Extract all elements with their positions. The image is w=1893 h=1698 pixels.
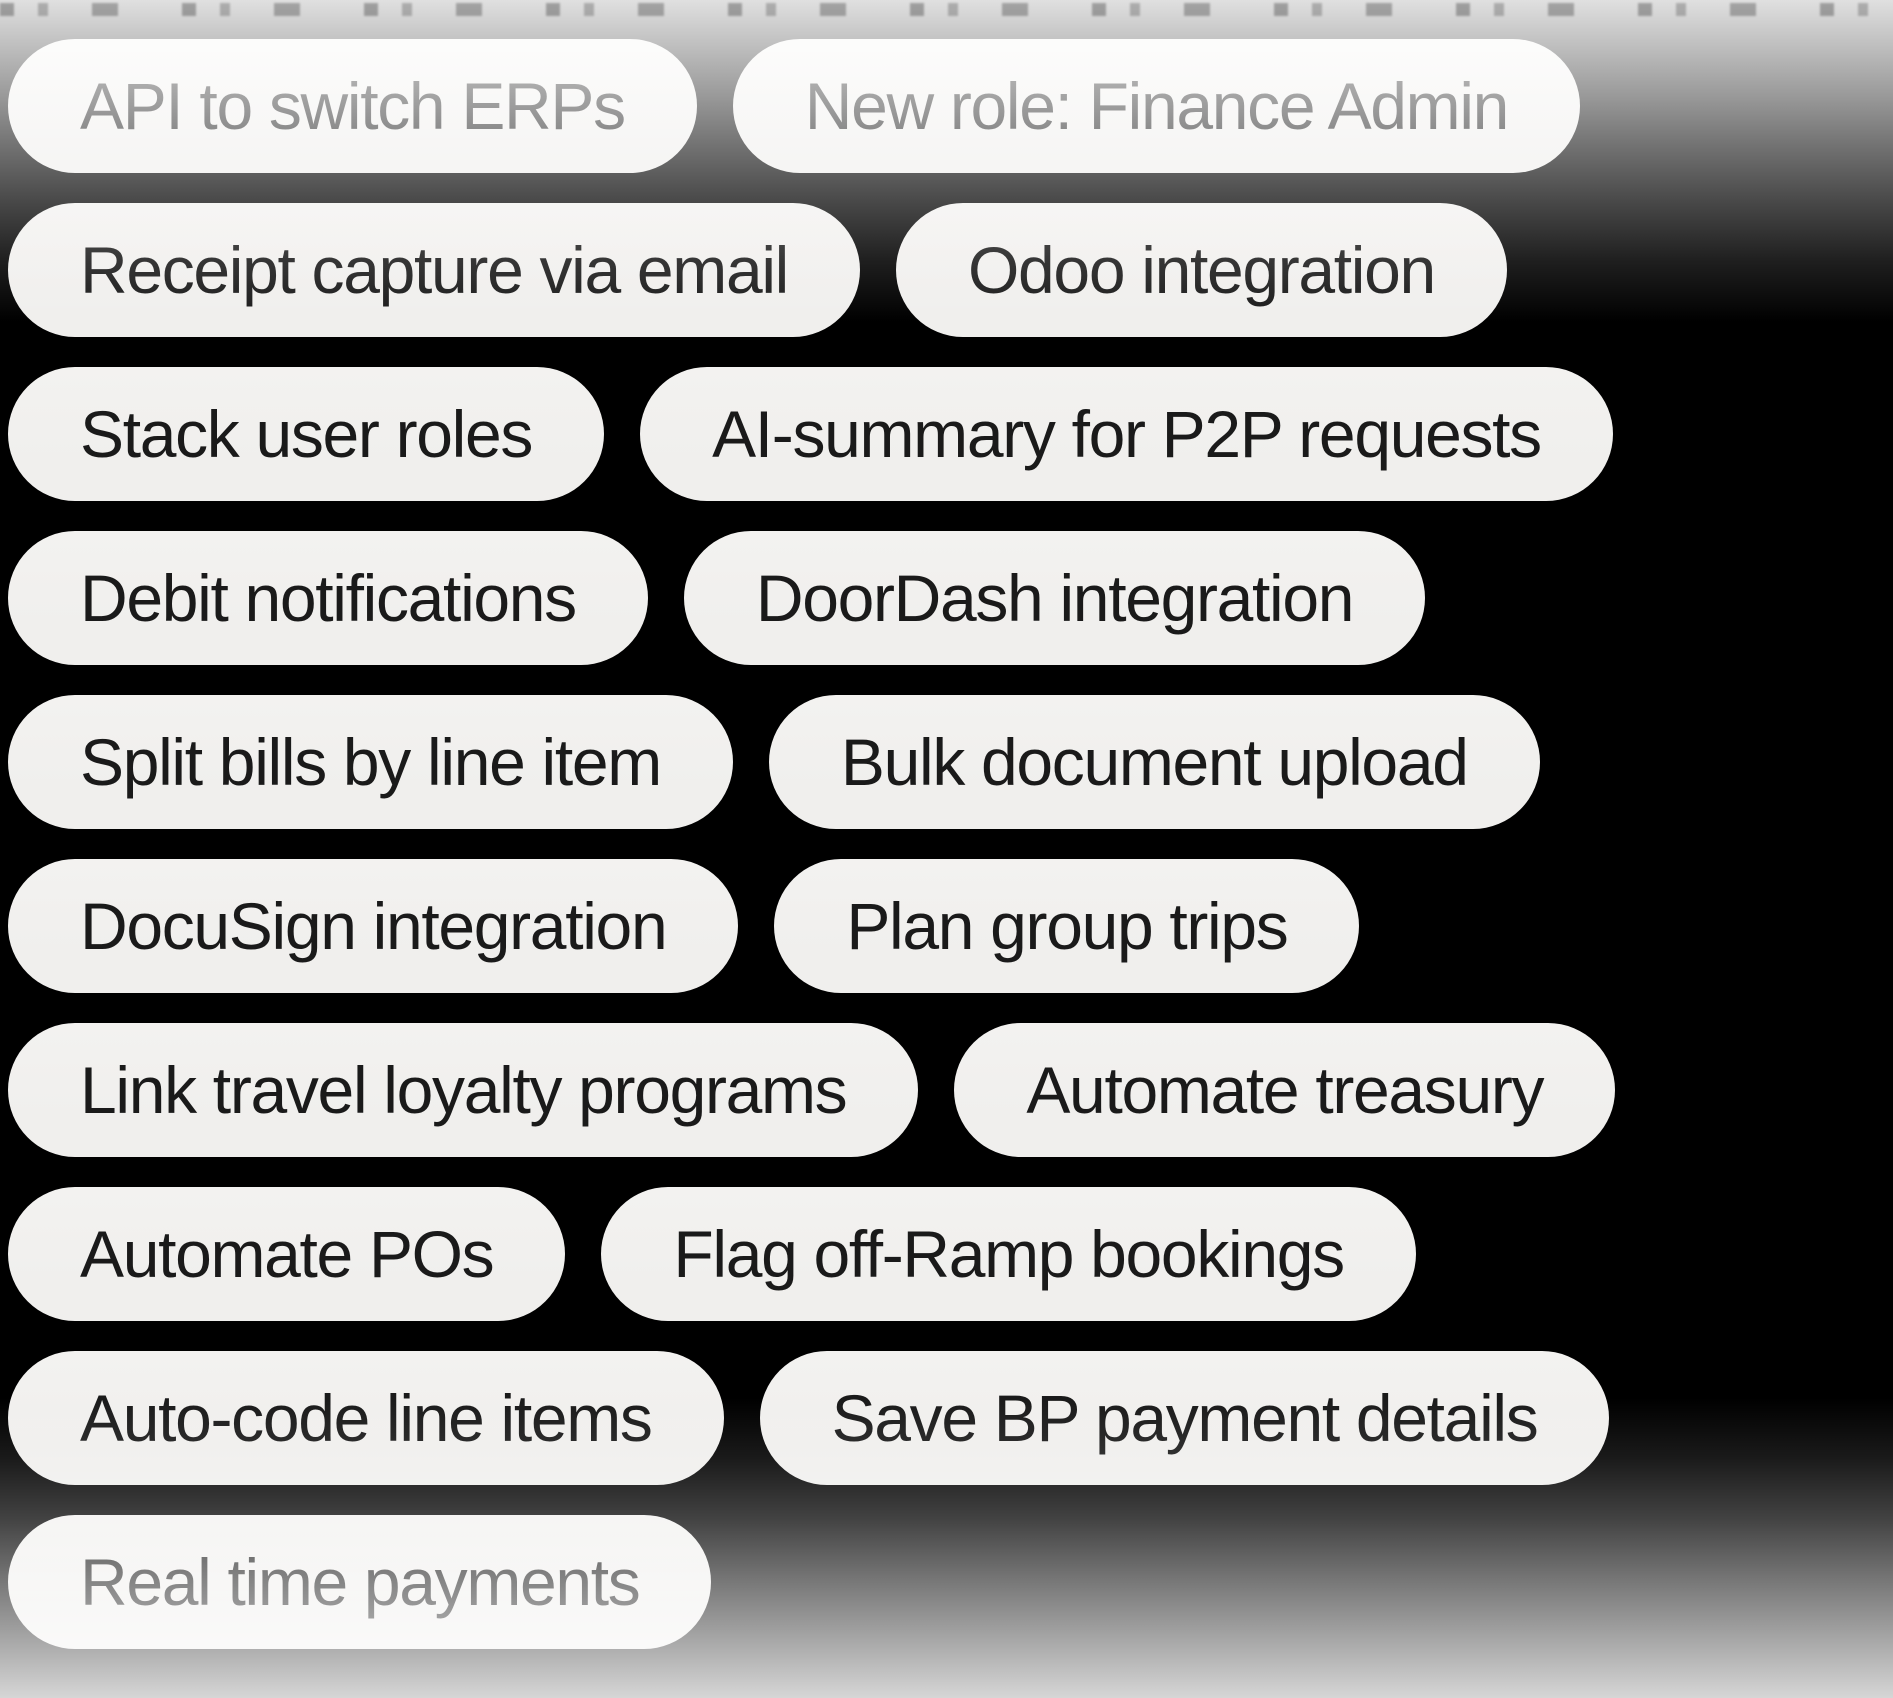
pill-label: Real time payments [80,1545,641,1619]
pill-ai-summary-for-p2p-requests[interactable]: AI-summary for P2P requests [640,367,1613,501]
pill-row: Auto-code line items Save BP payment det… [8,1351,1610,1485]
pill-row: Split bills by line item Bulk document u… [8,695,1540,829]
pill-automate-pos[interactable]: Automate POs [8,1187,566,1321]
pill-split-bills-by-line-item[interactable]: Split bills by line item [8,695,733,829]
pill-label: Automate POs [80,1217,495,1291]
pill-label: Bulk document upload [840,725,1469,799]
pill-label: DocuSign integration [80,889,668,963]
pill-row: DocuSign integration Plan group trips [8,859,1360,993]
pill-label: New role: Finance Admin [804,69,1510,143]
pill-label: API to switch ERPs [80,69,626,143]
pill-plan-group-trips[interactable]: Plan group trips [774,859,1360,993]
pill-link-travel-loyalty-programs[interactable]: Link travel loyalty programs [8,1023,919,1157]
pill-docusign-integration[interactable]: DocuSign integration [8,859,739,993]
pill-label: Debit notifications [80,561,577,635]
pill-label: AI-summary for P2P requests [712,397,1542,471]
pill-label: Save BP payment details [831,1381,1539,1455]
pill-doordash-integration[interactable]: DoorDash integration [683,531,1426,665]
pill-new-role-finance-admin[interactable]: New role: Finance Admin [732,39,1581,173]
pill-label: Flag off-Ramp bookings [673,1217,1345,1291]
pill-bulk-document-upload[interactable]: Bulk document upload [768,695,1540,829]
pill-label: DoorDash integration [755,561,1355,635]
pill-row: Link travel loyalty programs Automate tr… [8,1023,1616,1157]
pill-label: Automate treasury [1026,1053,1544,1127]
pill-save-bp-payment-details[interactable]: Save BP payment details [759,1351,1610,1485]
pill-odoo-integration[interactable]: Odoo integration [896,203,1507,337]
pill-flag-off-ramp-bookings[interactable]: Flag off-Ramp bookings [601,1187,1416,1321]
pill-label: Link travel loyalty programs [80,1053,848,1127]
pill-row: Receipt capture via email Odoo integrati… [8,203,1507,337]
pill-receipt-capture-via-email[interactable]: Receipt capture via email [8,203,861,337]
pill-label: Split bills by line item [80,725,662,799]
pill-row: API to switch ERPs New role: Finance Adm… [8,39,1581,173]
pill-row: Stack user roles AI-summary for P2P requ… [8,367,1613,501]
pill-real-time-payments[interactable]: Real time payments [8,1515,712,1649]
pill-stack-user-roles[interactable]: Stack user roles [8,367,605,501]
pill-label: Odoo integration [968,233,1436,307]
pill-row: Real time payments [8,1515,712,1649]
pill-label: Auto-code line items [80,1381,653,1455]
pill-auto-code-line-items[interactable]: Auto-code line items [8,1351,724,1485]
pill-automate-treasury[interactable]: Automate treasury [954,1023,1616,1157]
pill-api-to-switch-erps[interactable]: API to switch ERPs [8,39,697,173]
pill-label: Receipt capture via email [80,233,789,307]
pill-row: Automate POs Flag off-Ramp bookings [8,1187,1416,1321]
pill-label: Plan group trips [846,889,1288,963]
pill-label: Stack user roles [80,397,533,471]
pill-debit-notifications[interactable]: Debit notifications [8,531,648,665]
pill-row: Debit notifications DoorDash integration [8,531,1426,665]
